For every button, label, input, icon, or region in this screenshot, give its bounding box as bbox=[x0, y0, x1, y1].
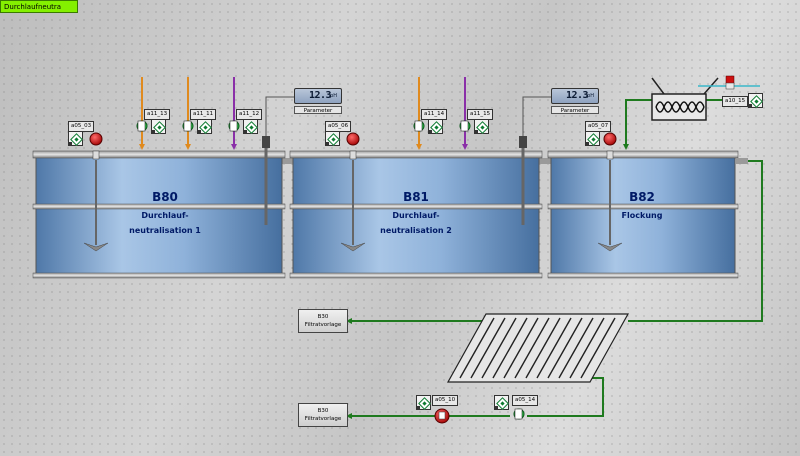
filtratvorlage-box-upper[interactable]: B30 Filtratvorlage bbox=[298, 309, 348, 333]
filter-press-icon[interactable] bbox=[446, 313, 630, 383]
tank-b80-desc-2: neutralisation 1 bbox=[129, 226, 201, 235]
ph-display-b81[interactable]: 12.3 pH bbox=[551, 88, 599, 104]
a10-15-indicator-icon[interactable] bbox=[748, 93, 763, 108]
dosing-line-purple bbox=[231, 77, 237, 150]
tank-b81-desc-1: Durchlauf- bbox=[392, 211, 440, 220]
connector-pipe-2 bbox=[538, 158, 552, 164]
ph-display-b80[interactable]: 12.3 pH bbox=[294, 88, 342, 104]
tank-b81[interactable] bbox=[289, 150, 543, 279]
tank-b81-name: B81 bbox=[403, 190, 429, 204]
ph-unit: pH bbox=[587, 93, 594, 99]
tank-b80-name: B80 bbox=[152, 190, 178, 204]
ph-probe-b81-icon bbox=[519, 96, 553, 225]
agitator-icon bbox=[340, 160, 366, 252]
dosing-valve-icon[interactable] bbox=[459, 120, 471, 132]
heater-unit-icon[interactable] bbox=[651, 77, 719, 121]
a05-06-indicator-icon[interactable] bbox=[325, 131, 340, 146]
tank-b80[interactable] bbox=[32, 150, 286, 279]
a11-15-indicator-icon[interactable] bbox=[474, 119, 489, 134]
filtrat-lower-id: B30 bbox=[317, 408, 329, 414]
motor-b81-icon[interactable] bbox=[346, 132, 360, 146]
tank-b82-label: B82 Flockung bbox=[577, 190, 707, 223]
tank-b82-desc-1: Flockung bbox=[621, 211, 663, 220]
parameter-button-b80[interactable]: Parameter bbox=[294, 106, 342, 114]
dosing-valve-icon[interactable] bbox=[182, 120, 194, 132]
tag-a05-14: a05_14 bbox=[512, 395, 539, 406]
tank-b80-label: B80 Durchlauf- neutralisation 1 bbox=[100, 190, 230, 238]
agitator-icon bbox=[597, 160, 623, 252]
a11-13-indicator-icon[interactable] bbox=[151, 119, 166, 134]
a05-03-indicator-icon[interactable] bbox=[68, 131, 83, 146]
filtrat-lower-name: Filtratvorlage bbox=[304, 416, 342, 422]
dosing-line-purple bbox=[462, 77, 468, 150]
dosing-valve-icon[interactable] bbox=[413, 120, 425, 132]
tag-a05-10: a05_10 bbox=[432, 395, 459, 406]
ph-probe-b80-icon bbox=[262, 96, 296, 225]
ph-value: 12.3 bbox=[309, 90, 332, 101]
a11-11-indicator-icon[interactable] bbox=[197, 119, 212, 134]
a11-14-indicator-icon[interactable] bbox=[428, 119, 443, 134]
tank-b82[interactable] bbox=[547, 150, 739, 279]
agitator-icon bbox=[83, 160, 109, 252]
pipe-network bbox=[352, 99, 763, 417]
dosing-valve-icon[interactable] bbox=[228, 120, 240, 132]
motor-b80-icon[interactable] bbox=[89, 132, 103, 146]
outlet-stub bbox=[736, 158, 748, 164]
tank-b81-desc-2: neutralisation 2 bbox=[380, 226, 452, 235]
tank-b81-label: B81 Durchlauf- neutralisation 2 bbox=[351, 190, 481, 238]
dosing-line-orange bbox=[416, 77, 422, 150]
a05-07-indicator-icon[interactable] bbox=[585, 131, 600, 146]
filtrat-upper-name: Filtratvorlage bbox=[304, 322, 342, 328]
filtratvorlage-box-lower[interactable]: B30 Filtratvorlage bbox=[298, 403, 348, 427]
parameter-button-b81[interactable]: Parameter bbox=[551, 106, 599, 114]
window-title: Durchlaufneutra bbox=[0, 0, 78, 13]
dosing-line-orange bbox=[185, 77, 191, 150]
dosing-line-orange bbox=[139, 77, 145, 150]
dosing-valve-icon[interactable] bbox=[136, 120, 148, 132]
filtrat-upper-id: B30 bbox=[317, 314, 329, 320]
outlet-valve-icon[interactable] bbox=[513, 408, 525, 420]
ph-unit: pH bbox=[330, 93, 337, 99]
a11-12-indicator-icon[interactable] bbox=[243, 119, 258, 134]
tank-b80-desc-1: Durchlauf- bbox=[141, 211, 189, 220]
a05-14-indicator-icon[interactable] bbox=[494, 395, 509, 410]
tank-b82-name: B82 bbox=[629, 190, 655, 204]
ph-value: 12.3 bbox=[566, 90, 589, 101]
pump-icon[interactable] bbox=[434, 408, 450, 424]
connector-pipe-1 bbox=[280, 158, 294, 164]
tag-a10-15: a10_15 bbox=[722, 96, 749, 107]
motor-b82-icon[interactable] bbox=[603, 132, 617, 146]
cyan-valve-icon[interactable] bbox=[725, 75, 735, 90]
a05-10-indicator-icon[interactable] bbox=[416, 395, 431, 410]
